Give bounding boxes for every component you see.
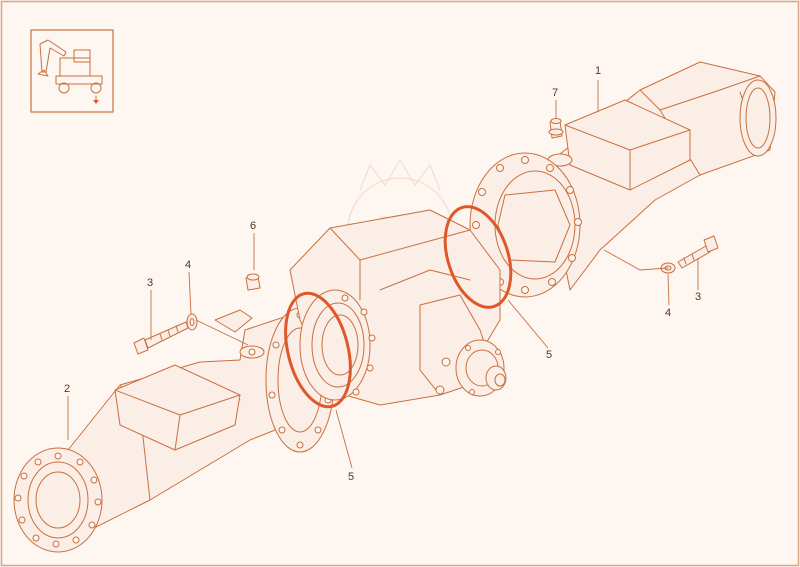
callout-1: 1 (595, 65, 601, 77)
bolt-left (133, 321, 189, 355)
o-ring-left (284, 291, 352, 409)
o-ring-right (443, 205, 513, 309)
callout-7: 7 (552, 87, 558, 99)
callout-3-right: 3 (695, 291, 701, 303)
center-flange-bolt-holes (341, 294, 376, 396)
left-end-bolt-holes (14, 452, 102, 548)
callout-5-left: 5 (348, 471, 354, 483)
callout-6: 6 (250, 220, 256, 232)
excavator-icon (37, 39, 103, 104)
washer-left (186, 313, 198, 331)
breather-plug (245, 273, 261, 291)
right-axle-housing (469, 61, 777, 298)
callout-3-left: 3 (147, 277, 153, 289)
leader-lines (67, 80, 699, 469)
callout-4-left: 4 (185, 259, 191, 271)
bolt-right (677, 235, 719, 269)
callout-4-right: 4 (665, 307, 671, 319)
machine-thumbnail (30, 29, 114, 113)
breather-fitting (548, 118, 564, 139)
differential-carrier (289, 209, 507, 406)
callout-labels: 1 2 3 3 4 4 5 5 6 7 (64, 65, 701, 483)
callout-2: 2 (64, 383, 70, 395)
callout-5-right: 5 (546, 349, 552, 361)
